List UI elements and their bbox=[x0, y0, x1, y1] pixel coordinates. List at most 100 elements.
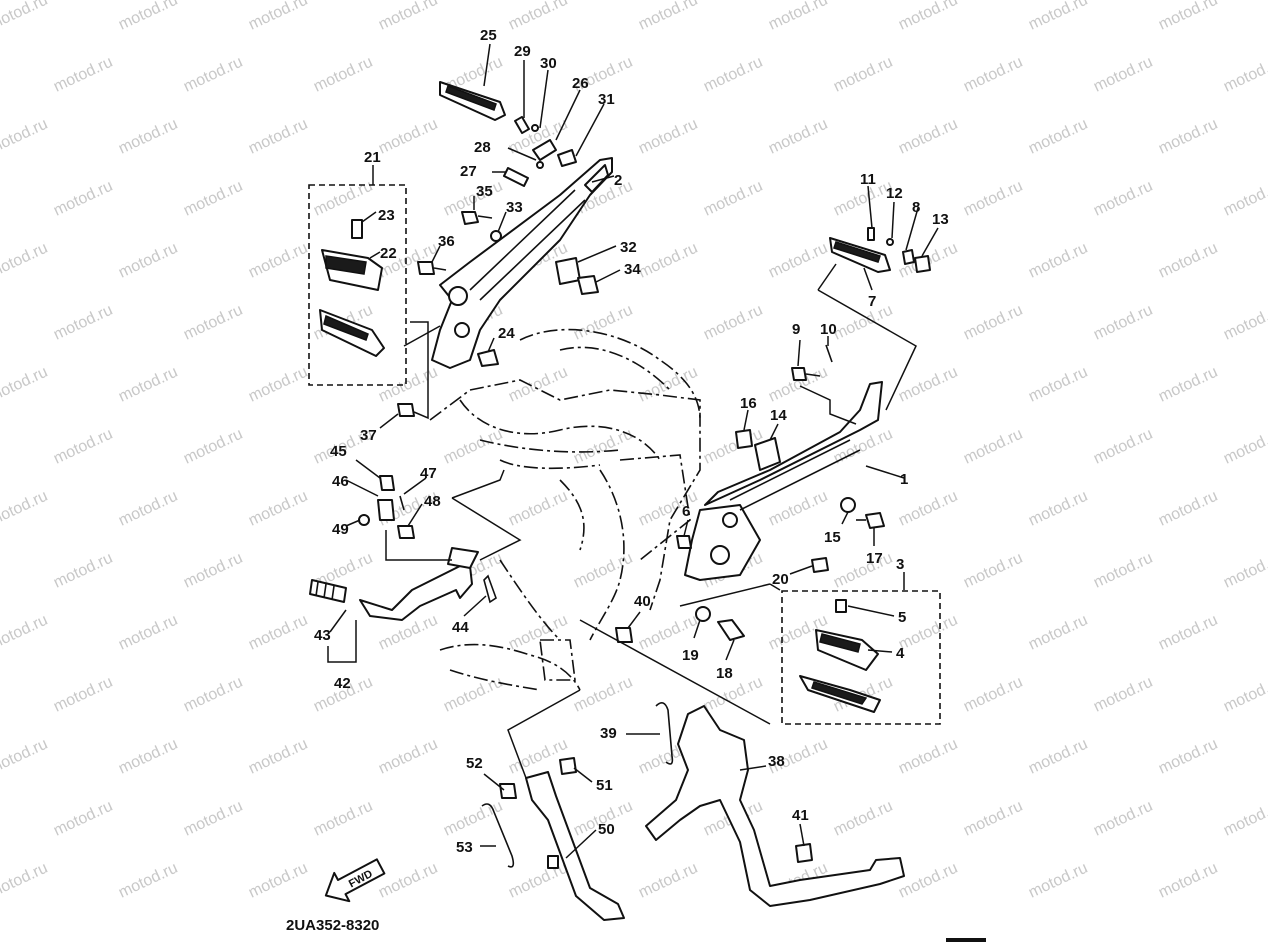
nut-52 bbox=[499, 783, 517, 799]
watermark-text: motod.ru bbox=[116, 0, 180, 34]
watermark-text: motod.ru bbox=[506, 364, 570, 406]
callout-labels: 1 2 3 4 5 6 7 8 9 10 11 12 13 14 15 16 1… bbox=[314, 27, 949, 856]
watermark-text: motod.ru bbox=[896, 860, 960, 902]
watermark-text: motod.ru bbox=[1091, 54, 1155, 96]
watermark-text: motod.ru bbox=[441, 426, 505, 468]
watermark-text: motod.ru bbox=[51, 550, 115, 592]
callout-2: 2 bbox=[614, 172, 622, 189]
watermark-text: motod.ru bbox=[1026, 612, 1090, 654]
callout-24: 24 bbox=[498, 325, 515, 342]
watermark-text: motod.ru bbox=[1221, 674, 1268, 716]
watermark-text: motod.ru bbox=[0, 736, 50, 778]
watermark-text: motod.ru bbox=[701, 674, 765, 716]
watermark-text: motod.ru bbox=[246, 0, 310, 34]
kit-box-3 bbox=[781, 590, 941, 725]
callout-39: 39 bbox=[600, 725, 617, 742]
bolt-23 bbox=[351, 219, 363, 239]
watermark-text: motod.ru bbox=[1156, 860, 1220, 902]
nut-16 bbox=[735, 429, 753, 449]
watermark-text: motod.ru bbox=[246, 116, 310, 158]
scale-bar bbox=[946, 938, 986, 942]
bolt-9 bbox=[791, 367, 821, 381]
watermark-text: motod.ru bbox=[701, 178, 765, 220]
callout-49: 49 bbox=[332, 521, 349, 538]
rider-footrest-4 bbox=[815, 629, 879, 671]
bolt-51 bbox=[559, 757, 577, 775]
watermark-text: motod.ru bbox=[571, 426, 635, 468]
callout-42: 42 bbox=[334, 675, 351, 692]
watermark-text: motod.ru bbox=[376, 736, 440, 778]
watermark-text: motod.ru bbox=[571, 674, 635, 716]
collar-13 bbox=[914, 255, 931, 273]
leader-lines bbox=[327, 43, 939, 859]
watermark-text: motod.ru bbox=[1026, 0, 1090, 34]
watermark-text: motod.ru bbox=[1091, 426, 1155, 468]
watermark-text: motod.ru bbox=[116, 116, 180, 158]
callout-25: 25 bbox=[480, 27, 497, 44]
callout-33: 33 bbox=[506, 199, 523, 216]
callout-29: 29 bbox=[514, 43, 531, 60]
watermark-text: motod.ru bbox=[1221, 178, 1268, 220]
bolt-35 bbox=[461, 211, 493, 225]
watermark-text: motod.ru bbox=[961, 550, 1025, 592]
nut-45 bbox=[379, 475, 395, 491]
watermark-text: motod.ru bbox=[246, 860, 310, 902]
watermark-text: motod.ru bbox=[506, 488, 570, 530]
watermark-text: motod.ru bbox=[181, 674, 245, 716]
callout-37: 37 bbox=[360, 427, 377, 444]
callout-17: 17 bbox=[866, 550, 883, 567]
watermark-text: motod.ru bbox=[1091, 798, 1155, 840]
callout-21: 21 bbox=[364, 149, 381, 166]
frame-outline bbox=[429, 328, 701, 691]
watermark-text: motod.ru bbox=[116, 860, 180, 902]
spring-26 bbox=[532, 139, 557, 161]
clip-12 bbox=[886, 238, 894, 246]
watermark-text: motod.ru bbox=[116, 736, 180, 778]
watermark-text: motod.ru bbox=[116, 364, 180, 406]
callout-4: 4 bbox=[896, 645, 905, 662]
cotter-pin-10 bbox=[825, 344, 833, 363]
shift-pedal-42 bbox=[359, 547, 479, 621]
callout-26: 26 bbox=[572, 75, 589, 92]
bolt-41 bbox=[795, 843, 813, 863]
callout-47: 47 bbox=[420, 465, 437, 482]
watermark-text: motod.ru bbox=[1091, 674, 1155, 716]
watermark-text: motod.ru bbox=[831, 302, 895, 344]
watermark-text: motod.ru bbox=[636, 0, 700, 34]
watermark-text: motod.ru bbox=[766, 116, 830, 158]
watermark-text: motod.ru bbox=[246, 364, 310, 406]
watermark-text: motod.ru bbox=[376, 860, 440, 902]
watermark-text: motod.ru bbox=[51, 674, 115, 716]
callout-46: 46 bbox=[332, 473, 349, 490]
watermark-text: motod.ru bbox=[961, 302, 1025, 344]
bolt-40 bbox=[615, 627, 633, 643]
callout-53: 53 bbox=[456, 839, 473, 856]
watermark-text: motod.ru bbox=[1156, 612, 1220, 654]
watermark-text: motod.ru bbox=[701, 54, 765, 96]
nut-6 bbox=[676, 535, 692, 549]
callout-5: 5 bbox=[898, 609, 906, 626]
watermark-text: motod.ru bbox=[376, 364, 440, 406]
watermark-text: motod.ru bbox=[311, 178, 375, 220]
passenger-footrest-7 bbox=[829, 237, 891, 273]
callout-13: 13 bbox=[932, 211, 949, 228]
callout-36: 36 bbox=[438, 233, 455, 250]
watermark-text: motod.ru bbox=[51, 178, 115, 220]
watermark-text: motod.ru bbox=[0, 0, 50, 34]
spring-8 bbox=[902, 249, 915, 265]
nut-34 bbox=[577, 275, 599, 295]
bolt-20 bbox=[811, 557, 829, 573]
bolt-37 bbox=[397, 403, 415, 417]
watermark-text: motod.ru bbox=[116, 612, 180, 654]
nut-24 bbox=[477, 349, 499, 367]
spring-39 bbox=[655, 702, 674, 765]
watermark-text: motod.ru bbox=[1026, 364, 1090, 406]
watermark-text: motod.ru bbox=[181, 426, 245, 468]
callout-16: 16 bbox=[740, 395, 757, 412]
watermark-text: motod.ru bbox=[636, 488, 700, 530]
watermark-text: motod.ru bbox=[246, 736, 310, 778]
callout-30: 30 bbox=[540, 55, 557, 72]
watermark-text: motod.ru bbox=[766, 488, 830, 530]
watermark-text: motod.ru bbox=[1026, 488, 1090, 530]
watermark-text: motod.ru bbox=[1026, 116, 1090, 158]
